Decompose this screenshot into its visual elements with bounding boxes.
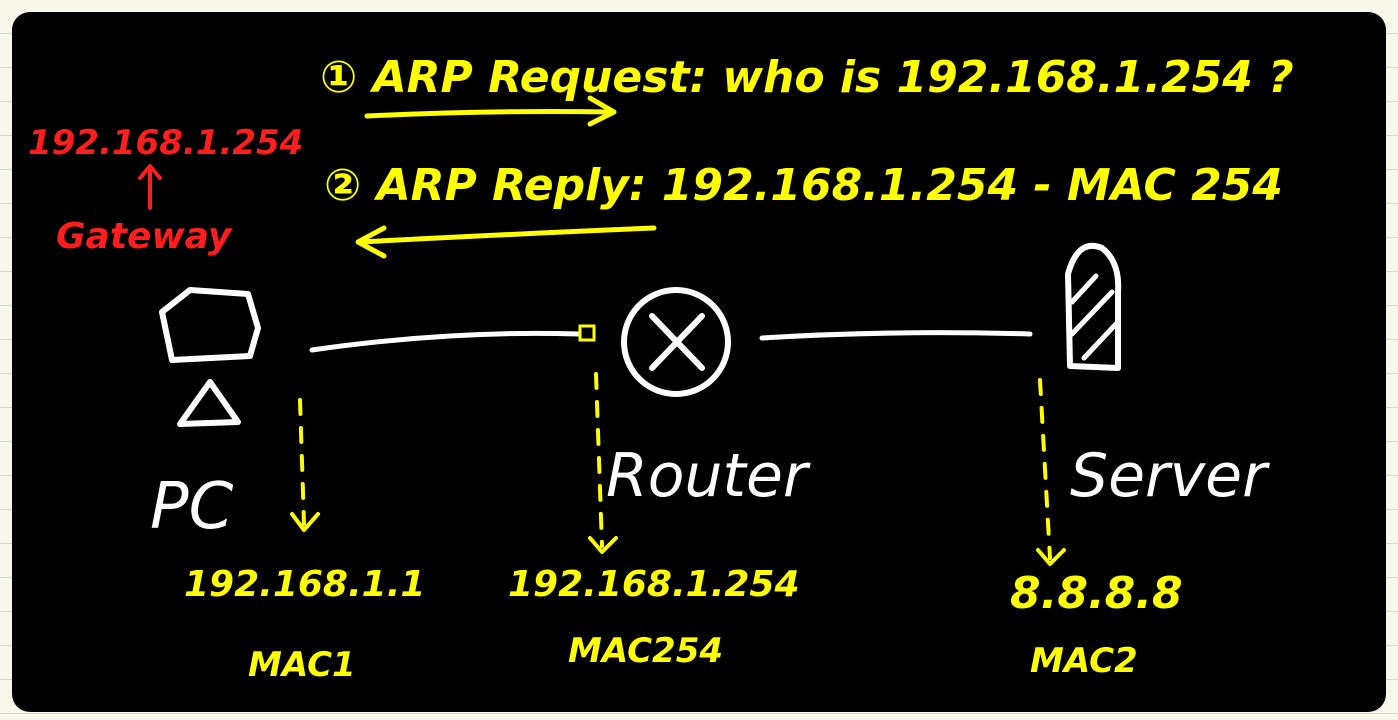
arp-reply-text: ② ARP Reply: 192.168.1.254 - MAC 254	[324, 160, 1283, 211]
pc-icon	[159, 287, 261, 427]
arp-request-text: ① ARP Request: who is 192.168.1.254 ?	[320, 52, 1294, 103]
reply-arrow-icon	[355, 225, 657, 259]
router-label: Router	[606, 441, 811, 511]
link-pc-router	[309, 330, 581, 353]
pc-mac: MAC1	[248, 645, 356, 685]
router-icon	[621, 287, 731, 397]
gateway-ip: 192.168.1.254	[28, 123, 303, 163]
pc-pointer-arrow-icon	[290, 398, 320, 532]
server-pointer-arrow-icon	[1036, 378, 1066, 566]
gateway-arrow-icon	[138, 164, 162, 210]
arp-diagram: ① ARP Request: who is 192.168.1.254 ? ② …	[28, 52, 1294, 685]
router-mac: MAC254	[568, 631, 723, 671]
server-ip: 8.8.8.8	[1010, 568, 1183, 619]
request-arrow-icon	[364, 95, 617, 127]
link-router-server	[759, 330, 1033, 341]
gateway-label: Gateway	[56, 216, 233, 257]
pc-label: PC	[150, 470, 234, 544]
server-mac: MAC2	[1030, 641, 1138, 681]
server-label: Server	[1070, 441, 1270, 511]
router-port-icon	[578, 324, 596, 342]
diagram-board: ① ARP Request: who is 192.168.1.254 ? ② …	[12, 12, 1386, 712]
pc-ip: 192.168.1.1	[184, 564, 425, 605]
router-pointer-arrow-icon	[588, 372, 618, 554]
server-icon	[1065, 242, 1122, 371]
router-ip: 192.168.1.254	[508, 564, 800, 605]
